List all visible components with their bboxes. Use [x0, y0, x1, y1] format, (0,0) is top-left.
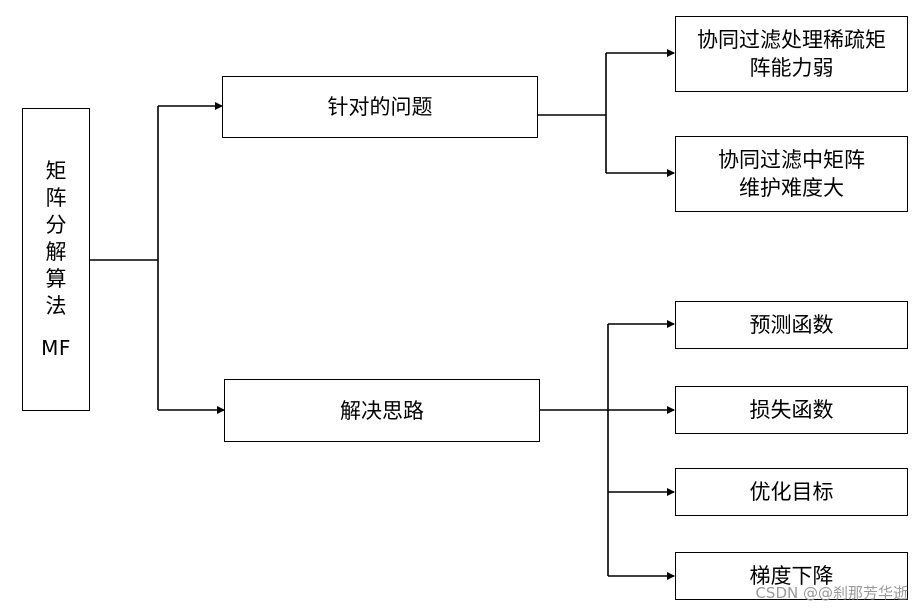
watermark: CSDN @@刹那芳华逝 — [755, 584, 908, 602]
problem-node-2: 协同过滤中矩阵维护难度大 — [675, 136, 908, 212]
solution-label: 损失函数 — [749, 398, 834, 422]
problems-connector — [538, 53, 607, 173]
problem-label: 协同过滤处理稀疏矩阵能力弱 — [697, 28, 886, 80]
solutions-node: 解决思路 — [224, 379, 540, 442]
problem-label: 协同过滤中矩阵维护难度大 — [718, 148, 865, 200]
problems-label: 针对的问题 — [327, 95, 433, 119]
solution-label: 优化目标 — [749, 480, 834, 504]
root-char: 解 — [45, 239, 67, 264]
root-connector — [90, 106, 159, 410]
solution-node-2: 损失函数 — [675, 386, 908, 434]
root-node: 矩 阵 分 解 算 法 MF — [22, 108, 90, 411]
root-char: 算 — [45, 266, 67, 291]
solution-node-1: 预测函数 — [675, 301, 908, 349]
root-char: 矩 — [45, 158, 67, 183]
solution-label: 预测函数 — [749, 313, 834, 337]
solutions-label: 解决思路 — [340, 398, 424, 423]
solution-node-4: 梯度下降 — [675, 552, 908, 600]
solution-label: 梯度下降 — [749, 564, 834, 588]
root-char: 法 — [45, 293, 67, 318]
problems-node: 针对的问题 — [222, 76, 538, 138]
solution-node-3: 优化目标 — [675, 468, 908, 516]
solutions-connector — [540, 324, 609, 576]
root-char: 阵 — [45, 185, 67, 210]
root-char: 分 — [45, 212, 67, 237]
problem-node-1: 协同过滤处理稀疏矩阵能力弱 — [675, 16, 908, 92]
root-abbreviation: MF — [41, 335, 71, 360]
